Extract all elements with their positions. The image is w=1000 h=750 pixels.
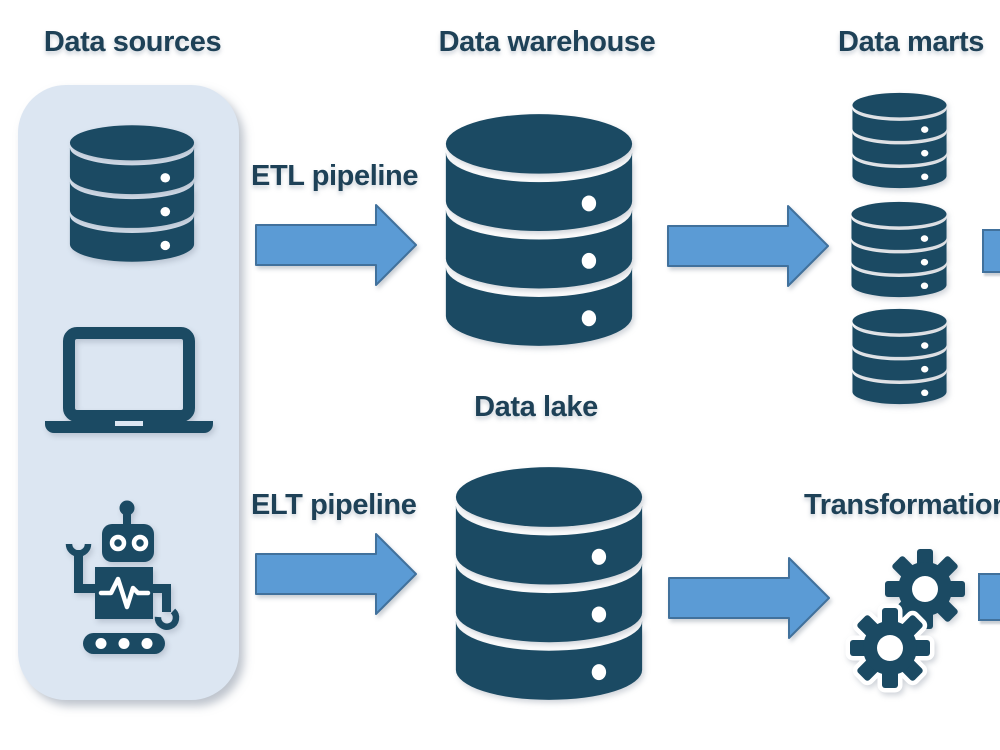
database-icon xyxy=(852,308,947,405)
robot-icon xyxy=(65,500,180,654)
arrow-warehouse-to-marts-icon xyxy=(667,205,829,287)
arrow-lake-to-transformation-icon xyxy=(668,557,830,639)
arrow-elt-icon xyxy=(255,533,417,615)
title-data-lake: Data lake xyxy=(474,391,598,423)
title-data-warehouse: Data warehouse xyxy=(438,26,656,58)
database-icon xyxy=(455,467,643,700)
database-icon xyxy=(851,201,947,298)
title-data-marts: Data marts xyxy=(838,26,984,58)
database-icon xyxy=(852,92,947,189)
label-etl-pipeline: ETL pipeline xyxy=(251,160,419,192)
arrow-transformation-output-icon xyxy=(978,573,1000,621)
database-icon xyxy=(445,114,633,346)
laptop-icon xyxy=(45,327,213,433)
gears-icon xyxy=(845,549,965,695)
label-elt-pipeline: ELT pipeline xyxy=(251,489,417,521)
title-data-sources: Data sources xyxy=(43,26,222,58)
arrow-marts-output-icon xyxy=(982,229,1000,273)
arrow-etl-icon xyxy=(255,204,417,286)
title-transformation: Transformation xyxy=(804,489,1000,521)
database-icon xyxy=(69,125,195,262)
